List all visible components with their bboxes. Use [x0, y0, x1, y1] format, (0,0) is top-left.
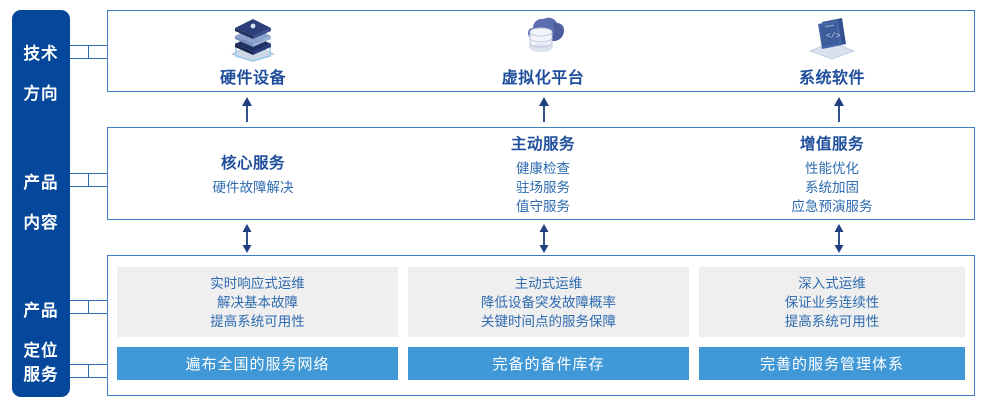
content-item: 值守服务 — [516, 198, 570, 214]
rail-label-line: 服务 — [23, 366, 59, 384]
arrow-up-down-icon — [537, 224, 551, 258]
content-column-valueadded[interactable]: 增值服务 性能优化 系统加固 应急预演服务 — [688, 128, 976, 219]
rail-label-line: 技术 — [23, 45, 59, 63]
tech-column-system-software[interactable]: </> 系统软件 — [688, 11, 976, 91]
position-line: 提高系统可用性 — [210, 313, 305, 329]
svg-text:</>: </> — [826, 32, 841, 41]
tech-label: 虚拟化平台 — [501, 70, 585, 87]
tech-label: 硬件设备 — [219, 70, 286, 87]
connector-line — [70, 173, 108, 174]
position-line: 关键时间点的服务保障 — [481, 313, 616, 329]
rail-label-line: 定位 — [23, 342, 59, 360]
rail-label-tech-direction: 技术 方向 — [12, 24, 70, 124]
position-line: 提高系统可用性 — [784, 313, 880, 329]
position-line: 降低设备突发故障概率 — [481, 294, 616, 310]
rail-label-line: 产品 — [23, 174, 59, 192]
position-line: 主动式运维 — [514, 275, 583, 291]
left-rail — [12, 10, 70, 397]
arrow-up-icon — [832, 97, 846, 127]
arrow-up-down-icon — [832, 224, 846, 258]
content-item: 健康检查 — [516, 160, 570, 176]
tech-column-virtualization[interactable]: 虚拟化平台 — [398, 11, 688, 91]
content-title: 主动服务 — [510, 135, 575, 153]
advantage-bar[interactable]: 遍布全国的服务网络 — [117, 347, 398, 380]
connector-line — [88, 364, 89, 378]
product-content-section: 核心服务 硬件故障解决 主动服务 健康检查 驻场服务 值守服务 增值服务 性能优… — [107, 127, 975, 220]
position-panel: 主动式运维 降低设备突发故障概率 关键时间点的服务保障 — [408, 267, 689, 337]
position-line: 保证业务连续性 — [784, 294, 880, 310]
position-panel: 深入式运维 保证业务连续性 提高系统可用性 — [699, 267, 965, 337]
content-column-proactive[interactable]: 主动服务 健康检查 驻场服务 值守服务 — [398, 128, 688, 219]
product-position-section: 实时响应式运维 解决基本故障 提高系统可用性 遍布全国的服务网络 主动式运维 降… — [107, 255, 975, 396]
arrow-up-down-icon — [240, 224, 254, 258]
advantage-bar[interactable]: 完备的备件库存 — [408, 347, 689, 380]
content-item: 硬件故障解决 — [212, 179, 294, 195]
advantage-bar[interactable]: 完善的服务管理体系 — [699, 347, 965, 380]
position-line: 深入式运维 — [798, 275, 866, 291]
connector-line — [70, 364, 108, 365]
connector-line — [70, 45, 108, 46]
content-title: 增值服务 — [799, 135, 864, 153]
tech-label: 系统软件 — [798, 70, 865, 87]
content-item: 系统加固 — [805, 179, 859, 195]
rail-label-line: 方向 — [23, 85, 59, 103]
connector-line — [88, 45, 89, 59]
arrow-up-icon — [537, 97, 551, 127]
content-title: 核心服务 — [220, 154, 285, 172]
tech-column-hardware[interactable]: 硬件设备 — [108, 11, 398, 91]
connector-line — [88, 300, 89, 314]
connector-line — [88, 173, 89, 187]
position-line: 实时响应式运维 — [210, 275, 305, 291]
laptop-code-icon: </> — [801, 14, 863, 62]
rail-label-product-position: 产品 定位 — [12, 281, 70, 381]
connector-line — [70, 58, 108, 59]
position-column-proactive[interactable]: 主动式运维 降低设备突发故障概率 关键时间点的服务保障 完备的备件库存 — [408, 256, 689, 395]
rail-label-service-advantage: 服务 优势 — [12, 345, 70, 407]
cloud-database-icon — [512, 14, 574, 62]
content-item: 应急预演服务 — [791, 198, 873, 214]
content-item: 性能优化 — [805, 160, 859, 176]
connector-line — [70, 377, 108, 378]
position-column-indepth[interactable]: 深入式运维 保证业务连续性 提高系统可用性 完善的服务管理体系 — [699, 256, 965, 395]
position-panel: 实时响应式运维 解决基本故障 提高系统可用性 — [117, 267, 398, 337]
content-column-core[interactable]: 核心服务 硬件故障解决 — [108, 128, 398, 219]
connector-line — [70, 300, 108, 301]
position-column-realtime[interactable]: 实时响应式运维 解决基本故障 提高系统可用性 遍布全国的服务网络 — [117, 256, 398, 395]
rail-label-product-content: 产品 内容 — [12, 153, 70, 253]
rail-label-line: 产品 — [23, 302, 59, 320]
server-stack-icon — [222, 14, 284, 62]
connector-line — [70, 186, 108, 187]
position-line: 解决基本故障 — [217, 294, 298, 310]
content-item: 驻场服务 — [516, 179, 570, 195]
arrow-up-icon — [240, 97, 254, 127]
tech-direction-section: 硬件设备 虚拟化平台 — [107, 10, 975, 92]
connector-line — [70, 313, 108, 314]
rail-label-line: 内容 — [23, 214, 59, 232]
